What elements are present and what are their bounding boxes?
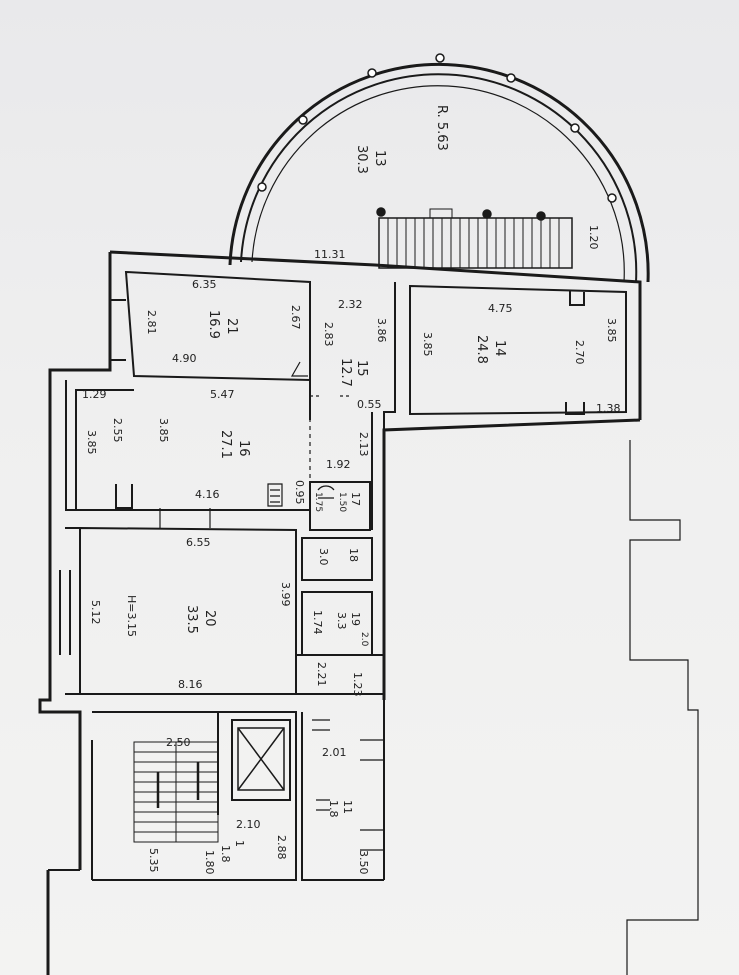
living-height-outer: 3.85 [85, 430, 98, 455]
bed-top-width: 6.35 [192, 278, 217, 291]
room20-top: 6.55 [186, 536, 211, 549]
dim-1131: 11.31 [314, 248, 346, 261]
room20-right: 3.99 [279, 582, 292, 607]
room20-note: H=3.15 [125, 595, 138, 637]
room14-width-2: 2.70 [573, 340, 586, 365]
living-area: 27.1 [218, 430, 233, 459]
room14-height-left: 3.85 [421, 332, 434, 357]
corridor-room-no: 11 [341, 800, 354, 814]
balcony-grille [378, 208, 573, 269]
bed-bottom-width: 4.90 [172, 352, 197, 365]
balcony-radius: R. 5.63 [434, 105, 449, 151]
living-bottom: 4.16 [195, 488, 220, 501]
stair-height: 5.35 [147, 848, 160, 873]
room20-height: 5.12 [89, 600, 102, 625]
living-left-small: 1.29 [82, 388, 107, 401]
living-width: 5.47 [210, 388, 235, 401]
room19-dim-2: 2.0 [359, 632, 369, 647]
bed-area: 16.9 [206, 310, 221, 339]
bed-height-right: 2.67 [289, 305, 302, 330]
plan-details [159, 361, 384, 851]
dim-221: 2.21 [315, 662, 328, 687]
balcony-area: 30.3 [354, 145, 369, 174]
bath-dim-3: 1.50 [337, 492, 347, 512]
hall-dim: 0.55 [357, 398, 382, 411]
room20-area: 33.5 [184, 605, 199, 634]
living-height: 3.85 [157, 418, 170, 443]
staircase [133, 741, 219, 843]
hall-height: 2.83 [322, 322, 335, 347]
hall-area: 12.7 [338, 358, 353, 387]
inner-walls [48, 270, 627, 881]
hall-room-no: 15 [354, 360, 369, 377]
corridor-dim: 2.01 [322, 746, 347, 759]
room19-area: 3.3 [335, 612, 348, 630]
corridor-area: 1.8 [327, 800, 340, 818]
bath-width: 1.92 [326, 458, 351, 471]
room19-dim: 1.74 [311, 610, 324, 635]
bath-dim-2: 1.75 [313, 492, 323, 512]
bath-dim-1: 0.95 [293, 480, 306, 505]
living-room-no: 16 [236, 440, 251, 457]
room14-area: 24.8 [474, 335, 489, 364]
balcony [228, 62, 650, 283]
balcony-room-no: 13 [372, 150, 387, 167]
hall-width: 2.32 [338, 298, 363, 311]
room14-no: 14 [492, 340, 507, 357]
room14-height-right: 3.85 [605, 318, 618, 343]
room18-no: 18 [347, 548, 360, 562]
bed-room-no: 21 [224, 318, 239, 335]
lobby-dim: 2.10 [236, 818, 261, 831]
bed-height-left: 2.81 [145, 310, 158, 335]
dim-123: 1.23 [351, 672, 364, 697]
room20-no: 20 [202, 610, 217, 627]
lobby-room-no: 1 [233, 840, 246, 847]
lobby-width: 1.80 [203, 850, 216, 875]
lobby-area: 1.8 [219, 845, 232, 863]
bath-room-no: 17 [349, 492, 362, 506]
balcony-posts [257, 53, 617, 221]
labels: R. 5.63 13 30.3 1.20 11.31 6.35 21 16.9 … [82, 105, 621, 875]
room14-bottom: 1.38 [596, 402, 621, 415]
living-height-mid: 2.55 [111, 418, 124, 443]
balcony-depth: 1.20 [587, 225, 600, 250]
room20-bottom: 8.16 [178, 678, 203, 691]
building-outline [39, 440, 699, 975]
elevator-shaft [237, 727, 285, 791]
lobby-height: 2.88 [275, 835, 288, 860]
room14-width: 4.75 [488, 302, 513, 315]
hall-height-2: 3.86 [375, 318, 388, 343]
stair-width: 2.50 [166, 736, 191, 749]
corridor-height: 3.50 [357, 850, 370, 875]
room18-dim: 3.0 [317, 548, 330, 566]
hall-dim-2: 2.13 [357, 432, 370, 457]
room19-no: 19 [349, 612, 362, 626]
